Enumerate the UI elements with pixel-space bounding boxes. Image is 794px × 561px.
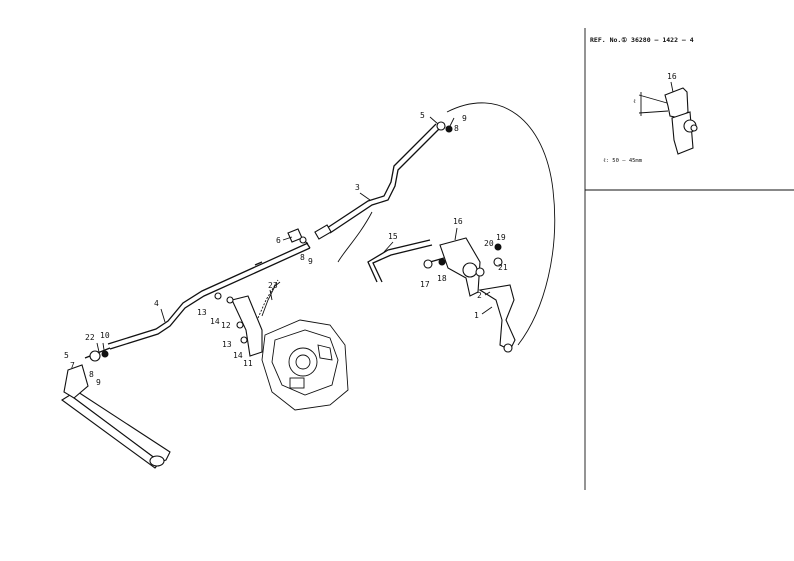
- callout-numbers: 5 8 9 3 6 8 9 23 4 13 14 12 13 14 11 22 …: [64, 111, 508, 387]
- pedal-lever: [61, 347, 171, 469]
- callout-9b: 9: [308, 257, 313, 266]
- callout-16: 16: [453, 217, 463, 226]
- callout-14a: 14: [210, 317, 220, 326]
- callout-20: 20: [484, 239, 494, 248]
- callout-2: 2: [477, 291, 482, 300]
- callout-10: 10: [100, 331, 110, 340]
- center-bracket-assembly: [214, 279, 281, 357]
- callout-15: 15: [388, 232, 398, 241]
- callout-12: 12: [221, 321, 231, 330]
- callout-22: 22: [85, 333, 95, 342]
- callout-13a: 13: [197, 308, 207, 317]
- callout-5b: 5: [64, 351, 69, 360]
- callout-7: 7: [70, 361, 75, 370]
- callout-5a: 5: [420, 111, 425, 120]
- callout-19: 19: [496, 233, 506, 242]
- rod-lower: [107, 242, 311, 350]
- callout-14b: 14: [233, 351, 243, 360]
- cable-arc: [446, 102, 556, 346]
- callout-9c: 9: [96, 378, 101, 387]
- callout-6: 6: [276, 236, 281, 245]
- callout-17: 17: [420, 280, 430, 289]
- callout-18: 18: [437, 274, 447, 283]
- callout-13b: 13: [222, 340, 232, 349]
- svg-text:ℓ: ℓ: [633, 99, 636, 105]
- callout-8b: 8: [300, 253, 305, 262]
- callout-1: 1: [474, 311, 479, 320]
- inset-ref-text: REF. No.① 36280 – 1422 – 4: [590, 36, 694, 44]
- inset-bracket-drawing: REF. No.① 36280 – 1422 – 4 16 ℓ ℓ: 50 – …: [590, 36, 698, 164]
- inset-dimension-text: ℓ: 50 – 45mm: [603, 158, 643, 164]
- inset-part-label: 16: [667, 72, 677, 81]
- engine-block: [261, 319, 349, 411]
- leader-lines: [96, 116, 493, 353]
- callout-9a: 9: [462, 114, 467, 123]
- right-linkage: [367, 237, 516, 353]
- callout-11: 11: [243, 359, 253, 368]
- callout-23: 23: [268, 281, 278, 290]
- callout-3: 3: [355, 183, 360, 192]
- callout-4: 4: [154, 299, 159, 308]
- clip-6: [287, 228, 311, 249]
- callout-8a: 8: [454, 124, 459, 133]
- rod-upper: [314, 121, 453, 240]
- callout-21: 21: [498, 263, 508, 272]
- callout-8c: 8: [89, 370, 94, 379]
